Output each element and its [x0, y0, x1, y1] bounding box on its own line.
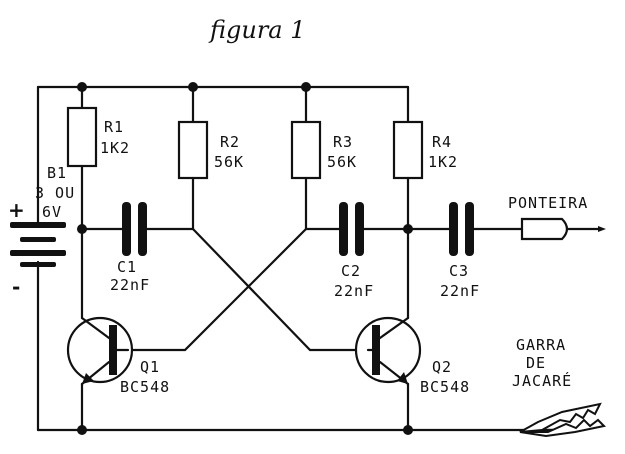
capacitor-c1: C1 22nF: [80, 202, 195, 294]
capacitor-c2-value: 22nF: [334, 282, 374, 300]
capacitor-c2: C2 22nF: [304, 202, 410, 300]
capacitor-c2-name: C2: [341, 262, 361, 280]
transistor-q2: Q2 BC548: [354, 316, 470, 396]
transistor-q1-type: BC548: [120, 378, 170, 396]
junction-dot: [301, 82, 311, 92]
resistor-r1-name: R1: [104, 118, 124, 136]
resistor-r4-value: 1K2: [428, 153, 458, 171]
clip-label-line1: GARRA: [516, 336, 566, 354]
resistor-r2-name: R2: [220, 133, 240, 151]
alligator-clip: GARRA DE JACARÉ: [512, 336, 607, 438]
probe-label: PONTEIRA: [508, 194, 588, 212]
battery-plate-long: [10, 250, 66, 256]
branch-r2: R2 56K: [177, 85, 244, 231]
battery-plus-sign: +: [8, 198, 25, 222]
junction-dots: [77, 82, 413, 435]
resistor-r4: [392, 120, 424, 180]
capacitor-c1-value: 22nF: [110, 276, 150, 294]
junction-dot: [188, 82, 198, 92]
battery-plate-long: [10, 222, 66, 228]
branch-r3: R3 56K: [290, 85, 357, 231]
transistor-q2-type: BC548: [420, 378, 470, 396]
junction-dot: [403, 224, 413, 234]
resistor-r1-value: 1K2: [100, 139, 130, 157]
transistor-q1: Q1 BC548: [66, 316, 170, 396]
capacitor-c1-name: C1: [117, 258, 137, 276]
capacitor-c3: C3 22nF: [406, 202, 524, 300]
battery-b1: + - B1 3 OU 6V: [8, 85, 75, 432]
battery-plate-short: [20, 237, 56, 242]
branch-r4: R4 1K2: [392, 85, 458, 432]
junction-dot: [77, 224, 87, 234]
resistor-r2-value: 56K: [214, 153, 244, 171]
resistor-r1: [66, 106, 98, 168]
clip-label-line3: JACARÉ: [512, 371, 572, 390]
transistor-q2-name: Q2: [432, 358, 452, 376]
battery-name-label: B1: [47, 164, 67, 182]
junction-dot: [77, 82, 87, 92]
battery-voltage-label-2: 6V: [42, 203, 62, 221]
capacitor-c3-value: 22nF: [440, 282, 480, 300]
battery-plate-short: [20, 262, 56, 267]
figure-title: figura 1: [208, 16, 306, 44]
cross-coupling-wires: [124, 227, 370, 352]
resistor-r2: [177, 120, 209, 180]
resistor-r3-name: R3: [333, 133, 353, 151]
battery-voltage-label: 3 OU: [35, 184, 75, 202]
resistor-r3-value: 56K: [327, 153, 357, 171]
battery-minus-sign: -: [12, 275, 20, 299]
resistor-r3: [290, 120, 322, 180]
junction-dot: [403, 425, 413, 435]
junction-dot: [77, 425, 87, 435]
transistor-q1-name: Q1: [140, 358, 160, 376]
probe-ponteira: PONTEIRA: [508, 194, 606, 241]
resistor-r4-name: R4: [432, 133, 452, 151]
branch-r1: R1 1K2: [66, 85, 130, 432]
capacitor-c3-name: C3: [449, 262, 469, 280]
clip-label-line2: DE: [526, 354, 546, 372]
